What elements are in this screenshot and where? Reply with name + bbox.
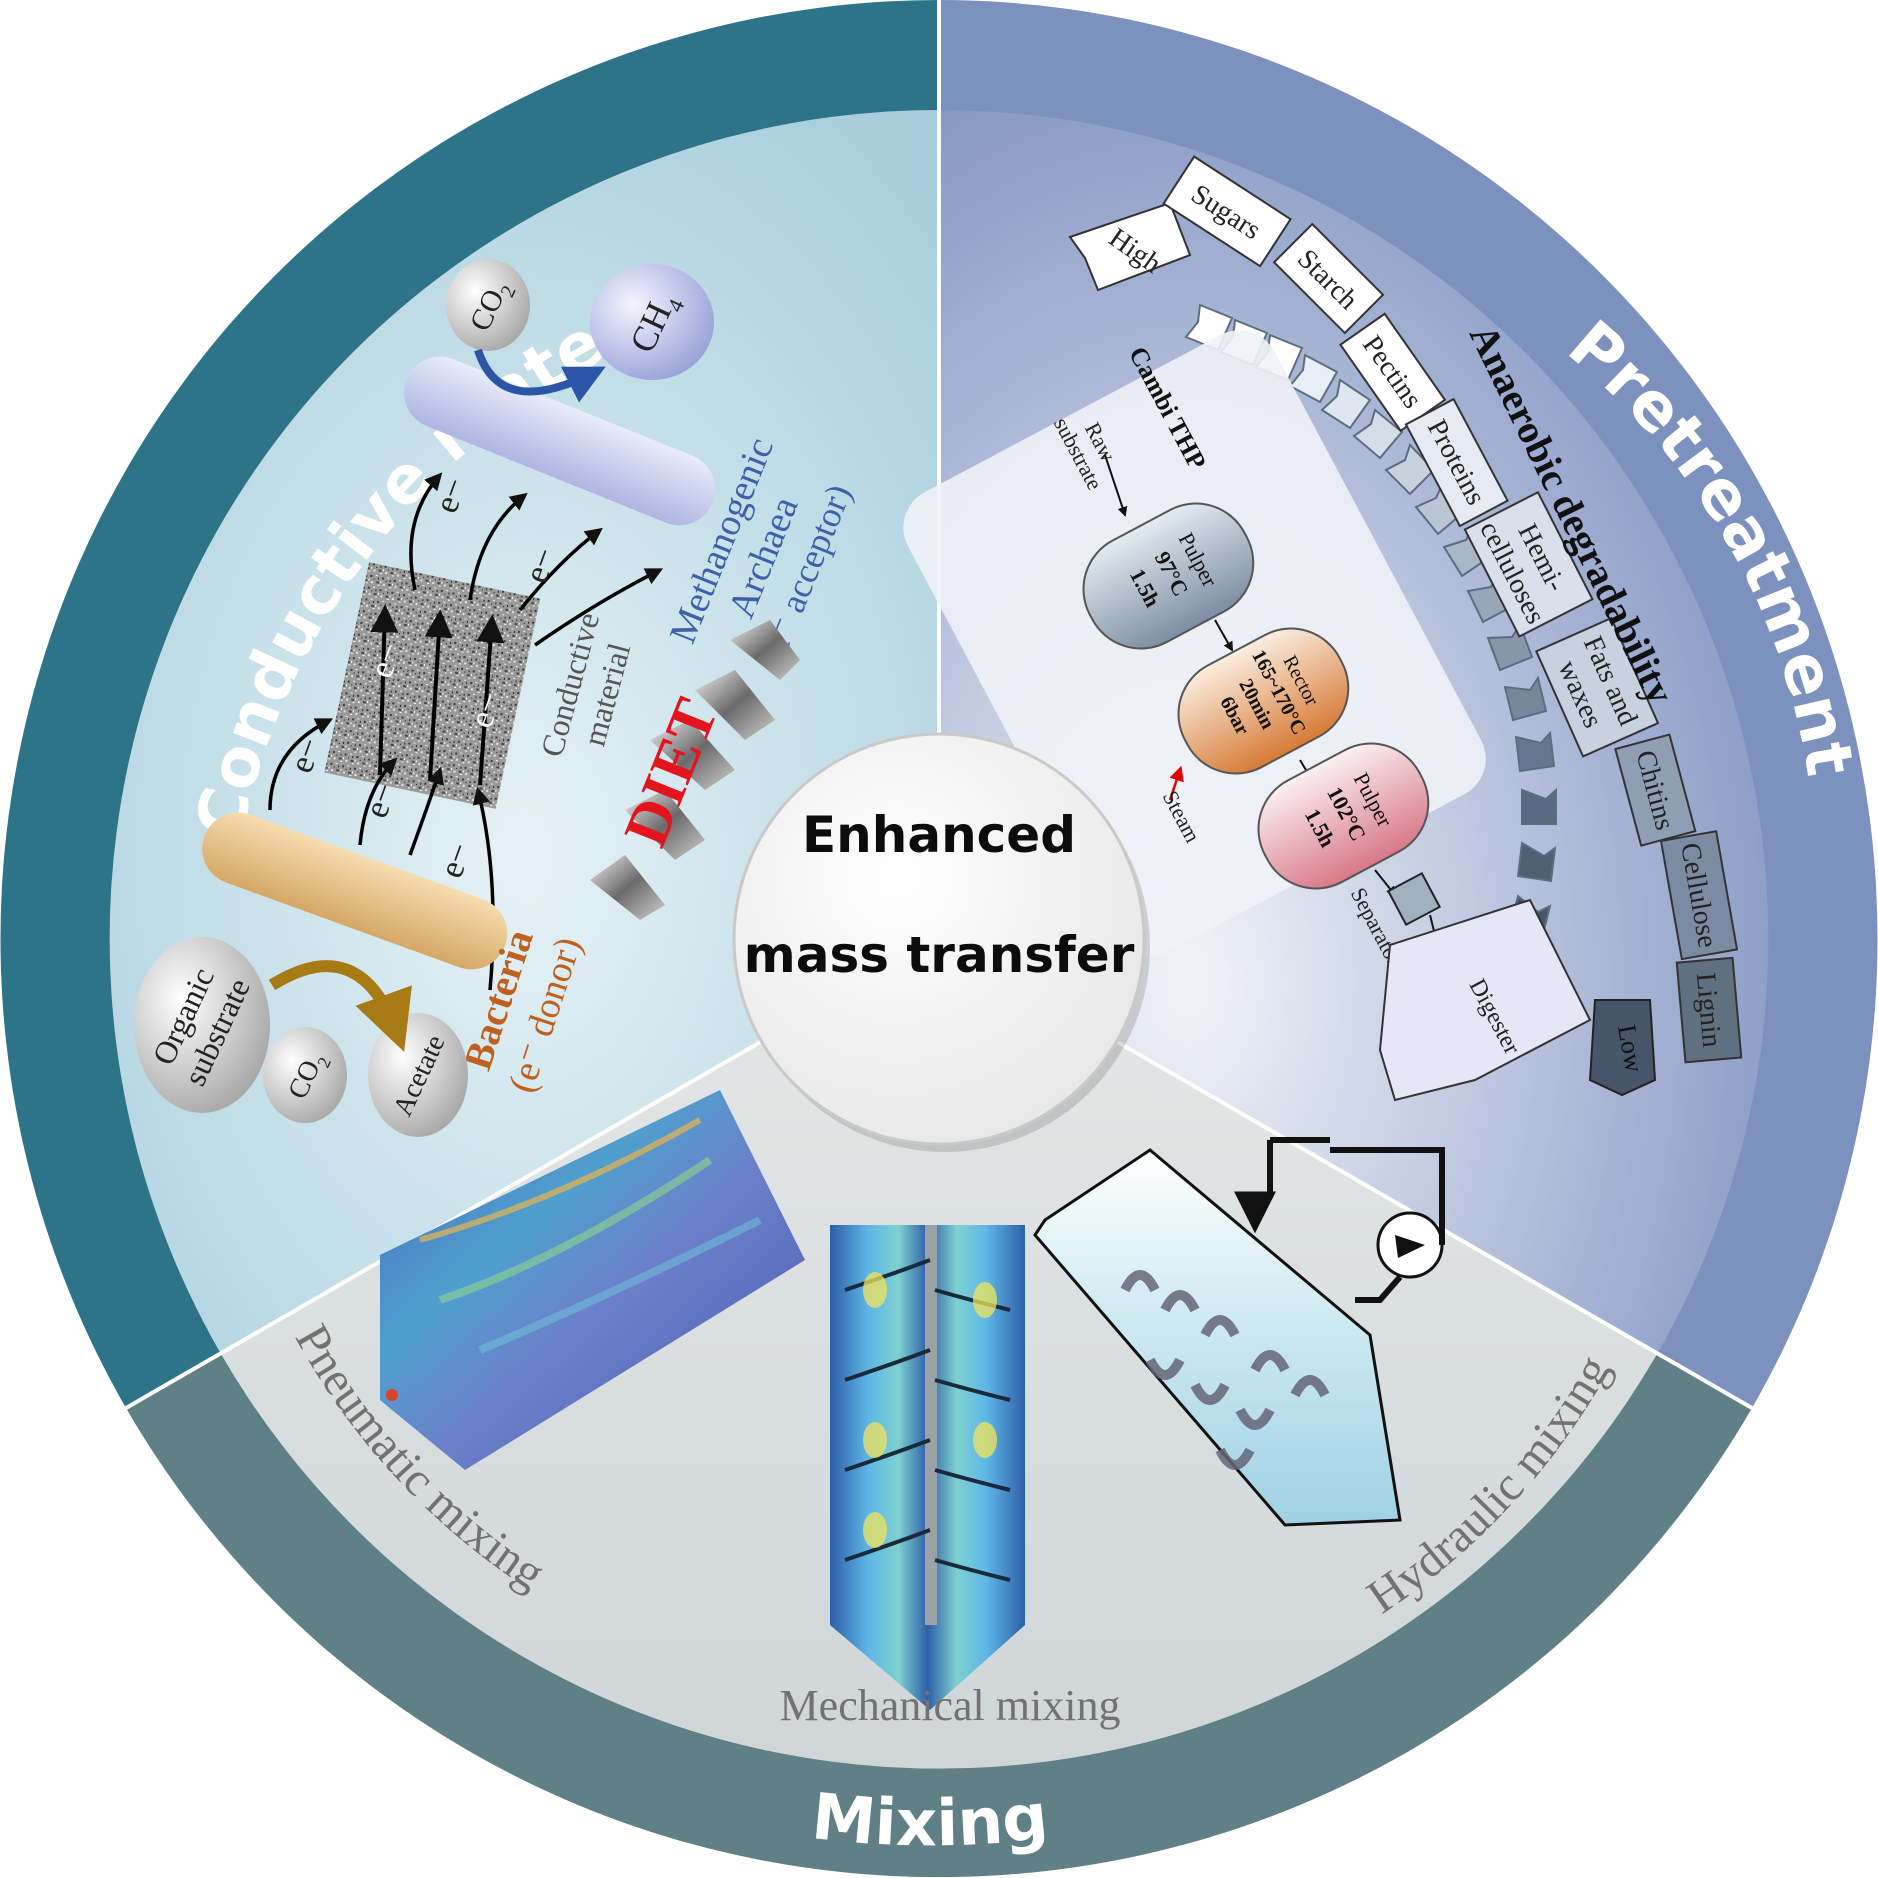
svg-text:Lignin: Lignin <box>1690 972 1727 1049</box>
center-title-line2: mass transfer <box>744 926 1135 984</box>
co2-bottom-pill: CO2 <box>263 1027 347 1123</box>
electron-flows-from-bacteria <box>268 718 495 991</box>
archaea-cell <box>404 356 716 526</box>
pulper-1: Pulper 97°C 1.5h <box>1082 502 1255 650</box>
substrate-to-acetate-arrow <box>268 960 412 1052</box>
organic-substrate-pill: Organic substrate <box>134 937 270 1113</box>
rector: Rector 165~170°C 20min 6bar <box>1177 627 1350 775</box>
electron-flows-up <box>409 472 664 647</box>
hydraulic-reactor <box>1033 1137 1445 1527</box>
ch4-pill: CH4 <box>590 264 714 380</box>
diet-chevrons <box>590 620 800 920</box>
mechanical-label: Mechanical mixing <box>780 1681 1121 1730</box>
center-title-line1: Enhanced <box>802 806 1076 864</box>
acetate-pill: Acetate <box>368 1013 468 1137</box>
mixing-title: Mixing <box>809 1780 1052 1861</box>
conductive-material-block <box>324 562 541 809</box>
bacteria-cell <box>202 812 508 970</box>
mechanical-cfd-image <box>830 1225 1025 1710</box>
digester: Digester <box>1378 898 1592 1102</box>
pneumatic-cfd-image <box>380 1090 805 1470</box>
center-disc: Enhanced mass transfer <box>732 732 1150 1152</box>
pretreatment-section: High Low Sugars Starch Pectins Proteins <box>903 155 1743 1102</box>
co2-to-ch4-arrow <box>474 348 606 403</box>
low-tag: Low <box>1588 999 1657 1097</box>
pulper-2: Pulper 102°C 1.5h <box>1257 742 1430 890</box>
co2-top-pill: CO2 <box>446 259 530 351</box>
